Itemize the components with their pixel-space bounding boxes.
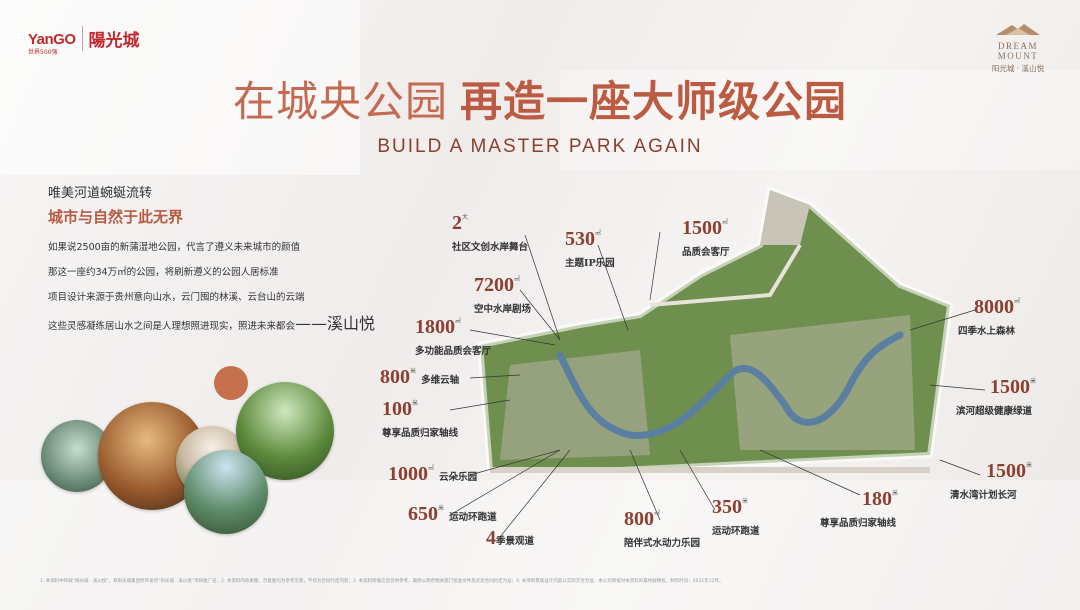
callout-16: 1500米清水湾计划长河 xyxy=(950,460,1033,501)
logo-text: YanGO xyxy=(28,31,76,48)
logo-cn: 陽光城 xyxy=(81,26,140,51)
callout-1: 2大社区文创水岸舞台 xyxy=(452,212,529,253)
intro-line: 这些灵感凝练居山水之间是人理想照进现实，照进未来都会 xyxy=(48,321,296,332)
page-title: 在城央公园再造一座大师级公园 xyxy=(0,68,1080,129)
intro-heading: 唯美河道蜿蜒流转 xyxy=(48,186,153,201)
intro-line: 如果说2500亩的新蒲湿地公园，代言了遵义未来城市的颜值 xyxy=(48,242,301,253)
logo-sub: 世界500强 xyxy=(28,49,58,56)
brand-tail: ——溪山悦 xyxy=(295,314,376,333)
brand-cn: 阳光城 · 溪山悦 xyxy=(991,64,1045,73)
callout-13: 180米尊享品质归家轴线 xyxy=(820,488,899,529)
city-park-photo xyxy=(184,450,268,534)
intro-line: 项目设计来源于贵州意向山水，云门囤的林溪、云台山的云端 xyxy=(48,292,305,303)
title-part2: 再造一座大师级公园 xyxy=(460,77,848,126)
site-plan xyxy=(476,185,954,473)
brand-en: DREAM MOUNT xyxy=(997,41,1039,61)
dream-mount-logo: DREAM MOUNT 阳光城 · 溪山悦 xyxy=(978,22,1058,74)
callout-10: 4季景观道 xyxy=(486,527,535,549)
mountain-icon xyxy=(996,24,1040,35)
callout-7: 100米尊享品质归家轴线 xyxy=(382,398,459,439)
yango-logo: YanGO 世界500强 陽光城 xyxy=(28,26,140,56)
bg-panel xyxy=(560,70,1080,170)
callout-12: 350米运动环跑道 xyxy=(712,496,760,537)
callout-15: 1500米滨河超级健康绿道 xyxy=(956,376,1037,417)
intro-line: 那这一座约34万㎡的公园，将刷新遵义的公园人居标准 xyxy=(48,267,279,278)
callout-9: 650米 运动环跑道 xyxy=(408,503,497,525)
accent-dot xyxy=(214,366,248,400)
footer-disclaimer: 1. 本资料中所载“阳光城 · 溪山悦”，系阳光城集团所开发的“阳光城 · 溪山… xyxy=(40,579,724,584)
title-part1: 在城央公园 xyxy=(232,77,448,126)
bg-panel xyxy=(0,0,360,175)
intro-line-last: 这些灵感凝练居山水之间是人理想照进现实，照进未来都会——溪山悦 xyxy=(48,310,375,334)
photo-collage xyxy=(36,360,356,550)
callout-6: 800米 多维云轴 xyxy=(380,366,460,388)
intro-subheading: 城市与自然于此无界 xyxy=(48,208,184,226)
callout-8: 1000㎡ 云朵乐园 xyxy=(388,463,478,485)
page-subtitle: BUILD A MASTER PARK AGAIN xyxy=(377,136,703,157)
